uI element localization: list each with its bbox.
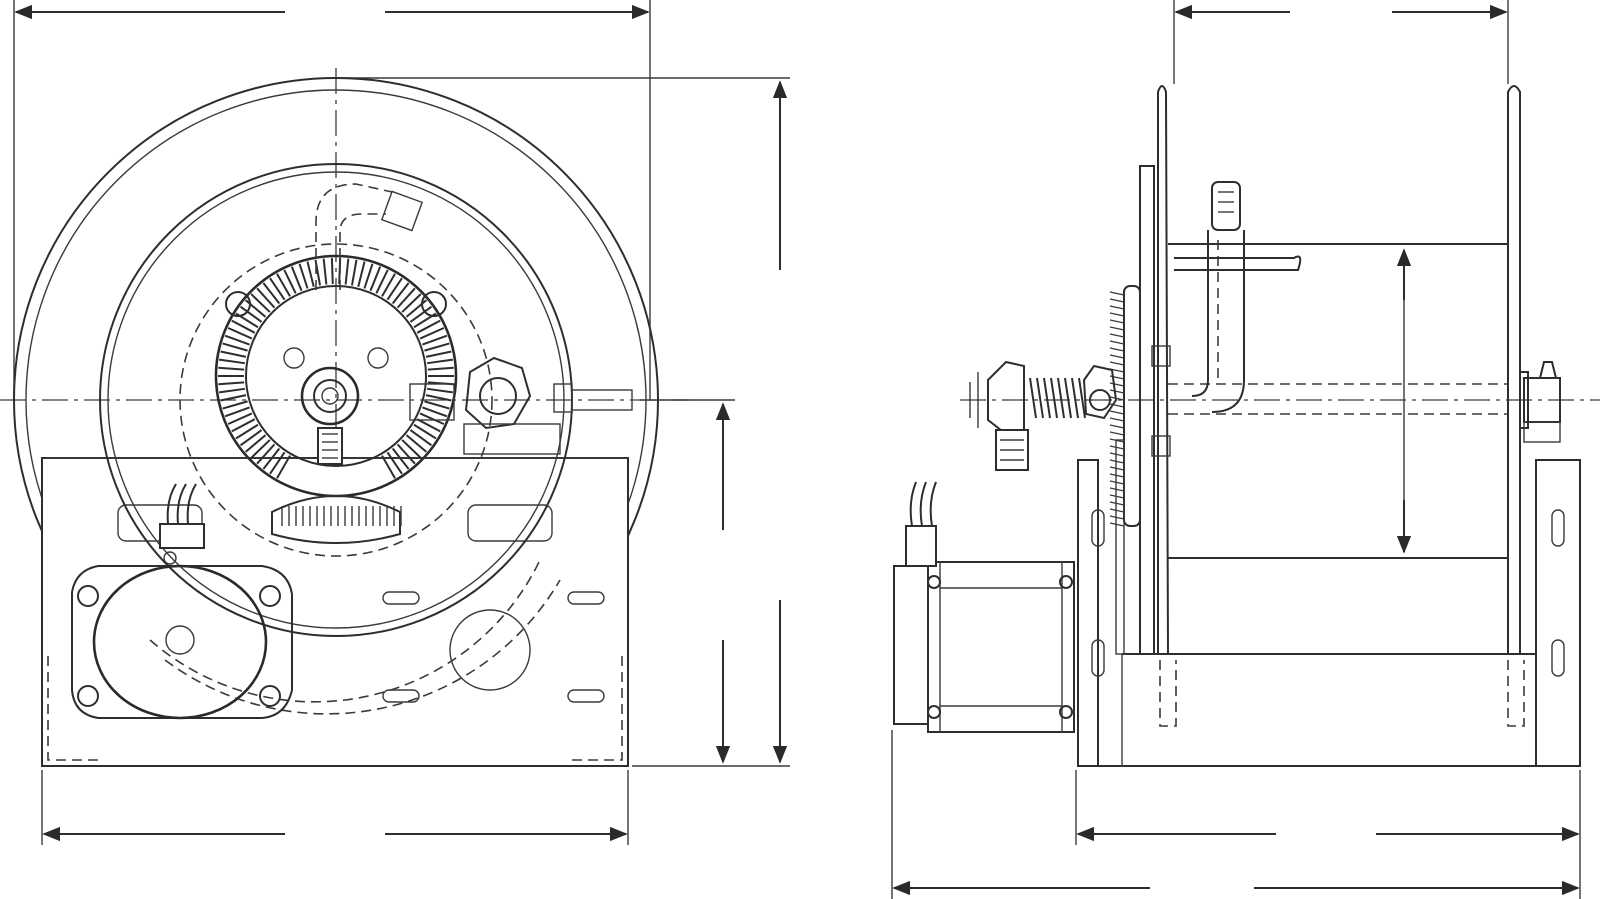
front-top-width-dimension — [13, 0, 651, 400]
side-view — [891, 0, 1600, 899]
front-view — [0, 0, 790, 845]
side-pinion-assembly — [969, 360, 1118, 471]
side-overall-width-dimension — [891, 730, 1580, 899]
front-overall-height-dimension — [330, 77, 790, 767]
motor — [71, 483, 293, 720]
side-drum — [1168, 243, 1508, 559]
hub — [300, 366, 360, 465]
side-gear — [1109, 285, 1171, 527]
front-base-width-dimension — [41, 770, 629, 845]
side-swivel-inlet — [1174, 181, 1302, 413]
side-flanges — [1139, 85, 1521, 655]
side-base-width-dimension — [1075, 770, 1581, 899]
swivel-inlet — [315, 183, 424, 290]
lower-gear-segment — [271, 495, 402, 544]
side-frame — [1077, 439, 1581, 767]
pinion-assembly — [409, 356, 633, 455]
side-motor — [893, 481, 1075, 733]
side-shaft-end — [1519, 361, 1561, 443]
side-top-width-dimension — [1173, 0, 1509, 84]
frame-base — [41, 457, 629, 767]
